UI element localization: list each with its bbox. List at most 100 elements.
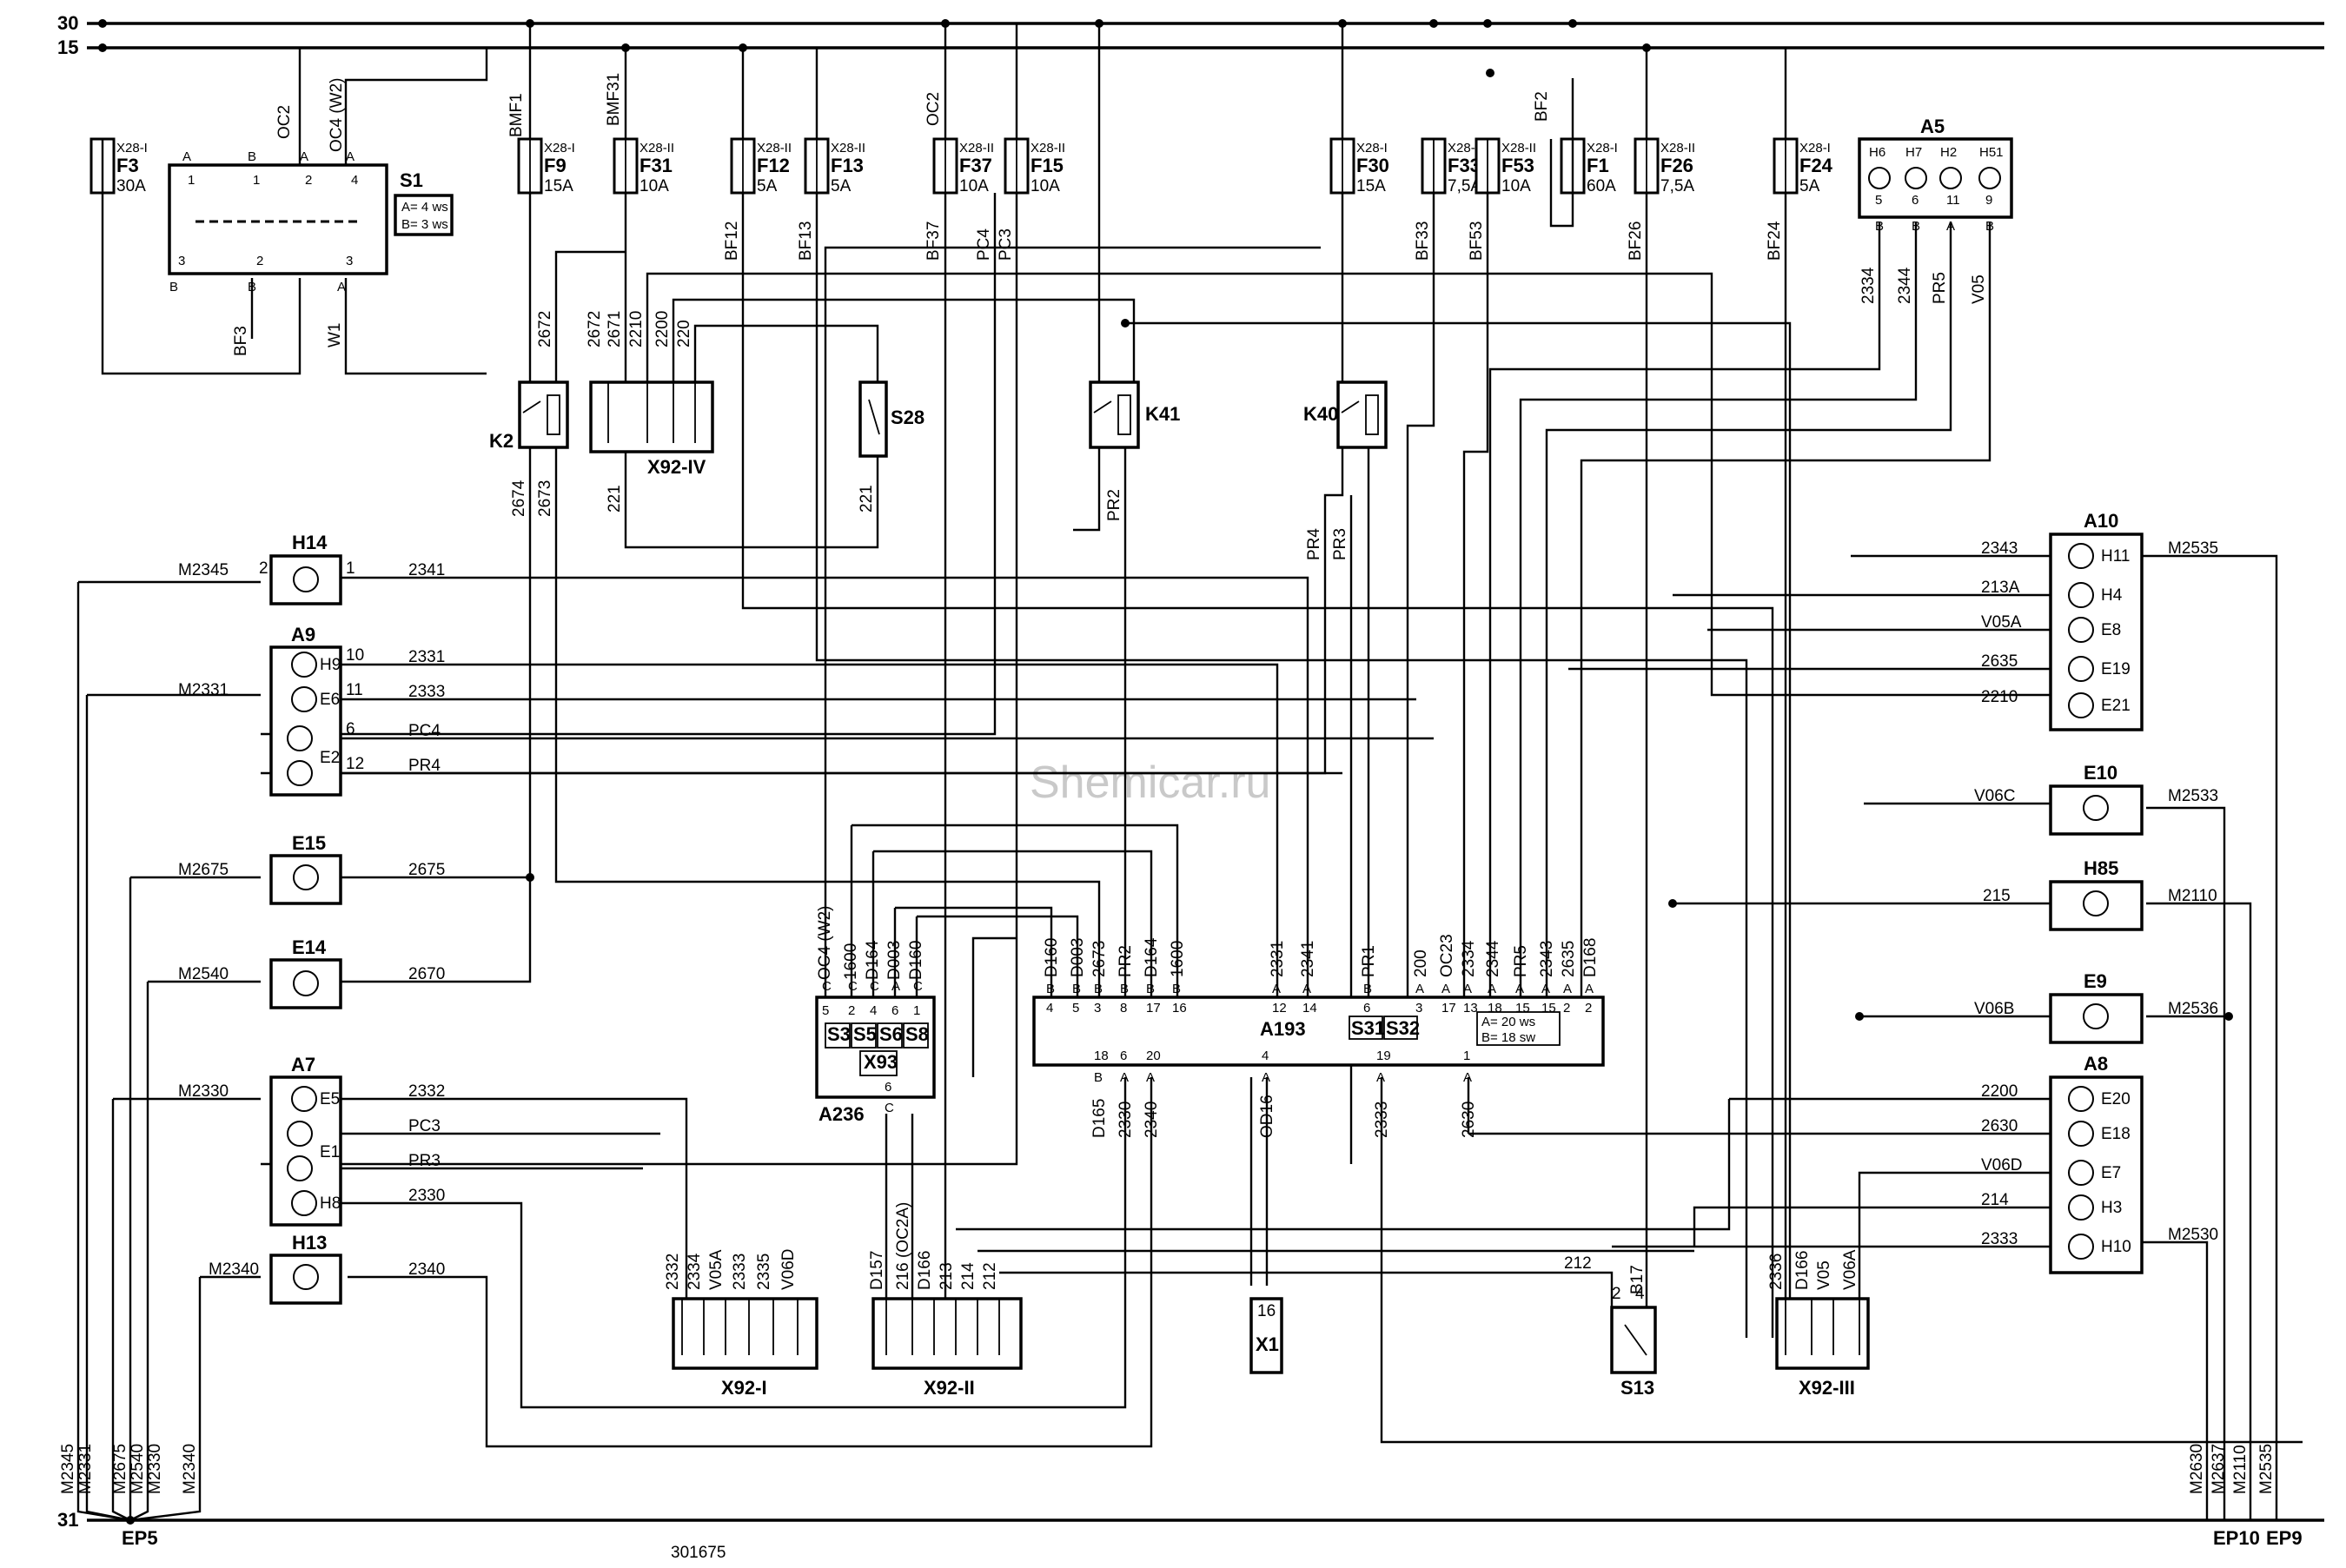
wl-bf53: BF53 xyxy=(1468,222,1486,261)
wl-2210r: 2210 xyxy=(1981,688,2018,706)
lamp-pin-labels: 2 1 10 11 6 12 H9 E6 E2 E5 E1 H8 H11 H4 … xyxy=(259,547,2131,1256)
x92-ii-wire: 214 xyxy=(959,1262,978,1290)
s1-pin-bot-letter: B xyxy=(169,280,178,294)
a236-wire: OC4 (W2) xyxy=(816,906,834,981)
ground-ep9: EP9 xyxy=(2266,1527,2303,1549)
lamp-h14[interactable]: H14 xyxy=(269,532,342,605)
a193-top-pin: 3 xyxy=(1094,1001,1101,1016)
connector-x92-ii: X92-II xyxy=(871,1297,1023,1399)
a7-label: A7 xyxy=(291,1054,315,1075)
wl-2333r: 2333 xyxy=(1981,1230,2018,1248)
lamp-h85[interactable]: H85 xyxy=(2049,857,2144,931)
a193-bot-letter: A xyxy=(1463,1070,1472,1085)
h14-label: H14 xyxy=(292,532,328,553)
a193-bot-wire: OD16 xyxy=(1258,1095,1276,1138)
relay-k2[interactable]: K2 xyxy=(489,380,569,452)
a193-bot-wire: 2340 xyxy=(1143,1102,1161,1138)
a193-bot-pin: 18 xyxy=(1094,1049,1109,1063)
module-a193[interactable]: A193 S31 S32 A= 20 ws B= 18 sw 4BD1605BD… xyxy=(1032,934,1605,1138)
a236-pin: 1 xyxy=(913,1003,920,1018)
a236-switch: S5 xyxy=(853,1023,877,1045)
switch-s28[interactable]: S28 xyxy=(858,380,924,458)
wl-2673: 2673 xyxy=(536,480,554,517)
a193-top-letter: A xyxy=(1585,982,1594,996)
s1-pin-top: B xyxy=(248,149,256,164)
a236-pin-letter: C xyxy=(822,979,832,994)
lamp-e9[interactable]: E9 xyxy=(2049,970,2144,1044)
wl-bmf31: BMF31 xyxy=(605,73,623,126)
lamp-e15[interactable]: E15 xyxy=(269,832,342,905)
fuse-conn: X28-II xyxy=(1031,141,1065,155)
fuse-conn: X28-II xyxy=(1448,141,1482,155)
wl-m2536: M2536 xyxy=(2168,1000,2218,1018)
a193-bot-letter: A xyxy=(1376,1070,1385,1085)
module-a10[interactable]: A10 xyxy=(2049,510,2144,731)
a236-pin: 2 xyxy=(848,1003,855,1018)
x92-i-wire: 2334 xyxy=(686,1253,704,1290)
lamp-h13[interactable]: H13 xyxy=(269,1232,342,1305)
connector-x1: 16 X1 xyxy=(1249,1297,1283,1374)
ground-wire-right: M2110 xyxy=(2231,1445,2250,1494)
x92-iii-wire: 2336 xyxy=(1767,1254,1786,1290)
a193-top-wire: 2334 xyxy=(1460,940,1478,977)
fuse-name: F30 xyxy=(1356,155,1389,176)
a236-wire: 1600 xyxy=(842,943,860,980)
s1-pin-top: A xyxy=(346,149,355,164)
watermark-text: Shemicar.ru xyxy=(1030,758,1270,808)
wl-2671: 2671 xyxy=(606,311,624,347)
ground-wire-left: M2331 xyxy=(76,1444,95,1494)
rail-31-label: 31 xyxy=(57,1509,78,1531)
a193-top-pin: 17 xyxy=(1441,1001,1456,1016)
x92-i-wire: V05A xyxy=(707,1249,726,1290)
a193-top-wire: 2635 xyxy=(1560,941,1578,977)
s13-wire-b17: B17 xyxy=(1628,1265,1647,1294)
module-a7[interactable]: A7 xyxy=(269,1054,342,1227)
fuse-rating: 15A xyxy=(544,177,573,195)
a5-pin-num: 6 xyxy=(1912,193,1919,208)
module-a8[interactable]: A8 xyxy=(2049,1053,2144,1274)
a193-bot-pin: 19 xyxy=(1376,1049,1391,1063)
x92-i-wire: 2333 xyxy=(731,1254,749,1290)
lamp-e14[interactable]: E14 xyxy=(269,936,342,1009)
fuse-rating: 10A xyxy=(959,177,989,195)
wl-v06d: V06D xyxy=(1981,1156,2023,1174)
a193-top-pin: 15 xyxy=(1541,1001,1556,1016)
a193-top-pin: 18 xyxy=(1488,1001,1502,1016)
relay-k41[interactable]: K41 xyxy=(1089,380,1180,449)
a9-e2: E2 xyxy=(320,749,340,767)
a193-bot-wire: D165 xyxy=(1090,1099,1109,1138)
s1-pin-bot: 3 xyxy=(178,254,185,268)
relay-k40[interactable]: K40 xyxy=(1303,380,1388,449)
h85-label: H85 xyxy=(2084,857,2118,879)
a193-top-wire: 2331 xyxy=(1269,941,1287,977)
switch-s13[interactable]: S13 2 4 xyxy=(1610,1285,1657,1399)
wl-2333: 2333 xyxy=(408,683,445,701)
wl-m2345: M2345 xyxy=(178,561,229,579)
wl-m2110: M2110 xyxy=(2168,887,2217,905)
lamp-e10[interactable]: E10 xyxy=(2049,762,2144,836)
wl-v06c: V06C xyxy=(1974,787,2016,805)
module-a9[interactable]: A9 xyxy=(269,624,342,797)
a8-e20: E20 xyxy=(2101,1090,2131,1108)
a193-top-letter: A xyxy=(1463,982,1472,996)
x92-iii-wire: D166 xyxy=(1793,1251,1812,1290)
s1-pin-num: 1 xyxy=(253,173,260,188)
a5-pin-letter: B xyxy=(1912,219,1920,234)
s1-note-a: A= 4 ws xyxy=(401,200,448,215)
